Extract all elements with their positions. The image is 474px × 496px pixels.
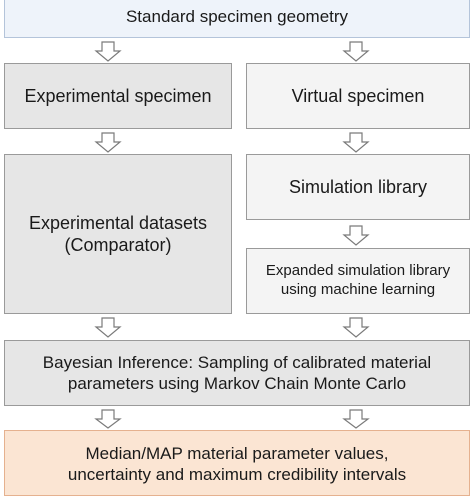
arrow-bayesian-to-output-right	[342, 409, 370, 429]
flow-arrows	[94, 41, 370, 429]
arrow-virtual-to-library	[342, 132, 370, 153]
arrow-expanded-to-bayesian	[342, 317, 370, 338]
simulation-library-node: Simulation library	[246, 154, 470, 220]
arrow-datasets-to-bayesian	[94, 317, 122, 338]
experimental-specimen-node: Experimental specimen	[4, 63, 232, 129]
arrow-library-to-expanded	[342, 225, 370, 246]
arrow-geometry-to-experimental	[94, 41, 122, 62]
experimental-datasets-node: Experimental datasets (Comparator)	[4, 154, 232, 314]
arrow-bayesian-to-output	[94, 409, 122, 429]
standard-geometry-node: Standard specimen geometry	[4, 0, 470, 38]
bayesian-inference-node: Bayesian Inference: Sampling of calibrat…	[4, 340, 470, 406]
arrow-experimental-to-datasets	[94, 132, 122, 153]
virtual-specimen-node: Virtual specimen	[246, 63, 470, 129]
expanded-simulation-library-node: Expanded simulation library using machin…	[246, 248, 470, 314]
arrow-geometry-to-virtual	[342, 41, 370, 62]
